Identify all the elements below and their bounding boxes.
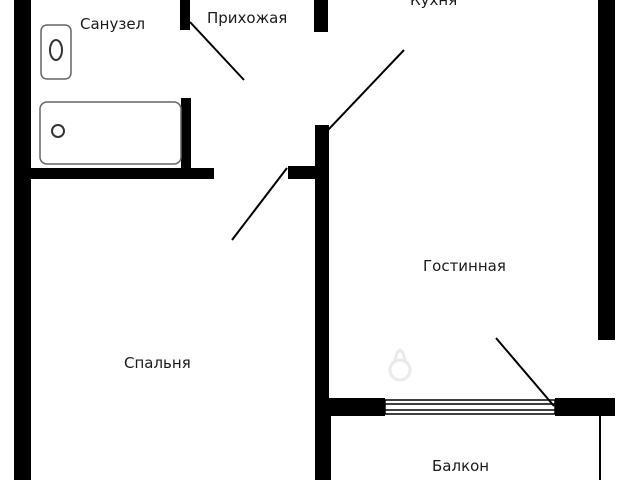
wall-balcony-right [555, 398, 615, 416]
door-swing-kitchen [327, 49, 405, 131]
wall-central [315, 125, 329, 480]
door-swing-bathroom [189, 21, 245, 81]
wall-right-exterior [598, 0, 615, 340]
room-label-living-room: Гостинная [423, 257, 506, 275]
wall-bathroom-bottom [14, 168, 214, 179]
room-label-kitchen: Кухня [410, 0, 458, 9]
wall-left-exterior [14, 0, 31, 480]
toilet-icon [40, 24, 72, 80]
room-label-bathroom: Санузел [80, 15, 146, 33]
wall-stub-hallway [288, 166, 316, 179]
wall-stub-bathtub [181, 98, 191, 170]
room-label-hallway: Прихожая [207, 9, 288, 27]
balcony-door [384, 399, 556, 415]
wall-balcony-left [329, 398, 385, 416]
door-swing-balcony [495, 337, 555, 407]
door-swing-bedroom [231, 167, 288, 241]
room-label-balcony: Балкон [432, 457, 490, 475]
bathtub-icon [39, 101, 182, 165]
wall-bathroom-hallway [180, 0, 190, 30]
wall-hallway-kitchen [314, 0, 328, 32]
room-label-bedroom: Спальня [124, 354, 191, 372]
